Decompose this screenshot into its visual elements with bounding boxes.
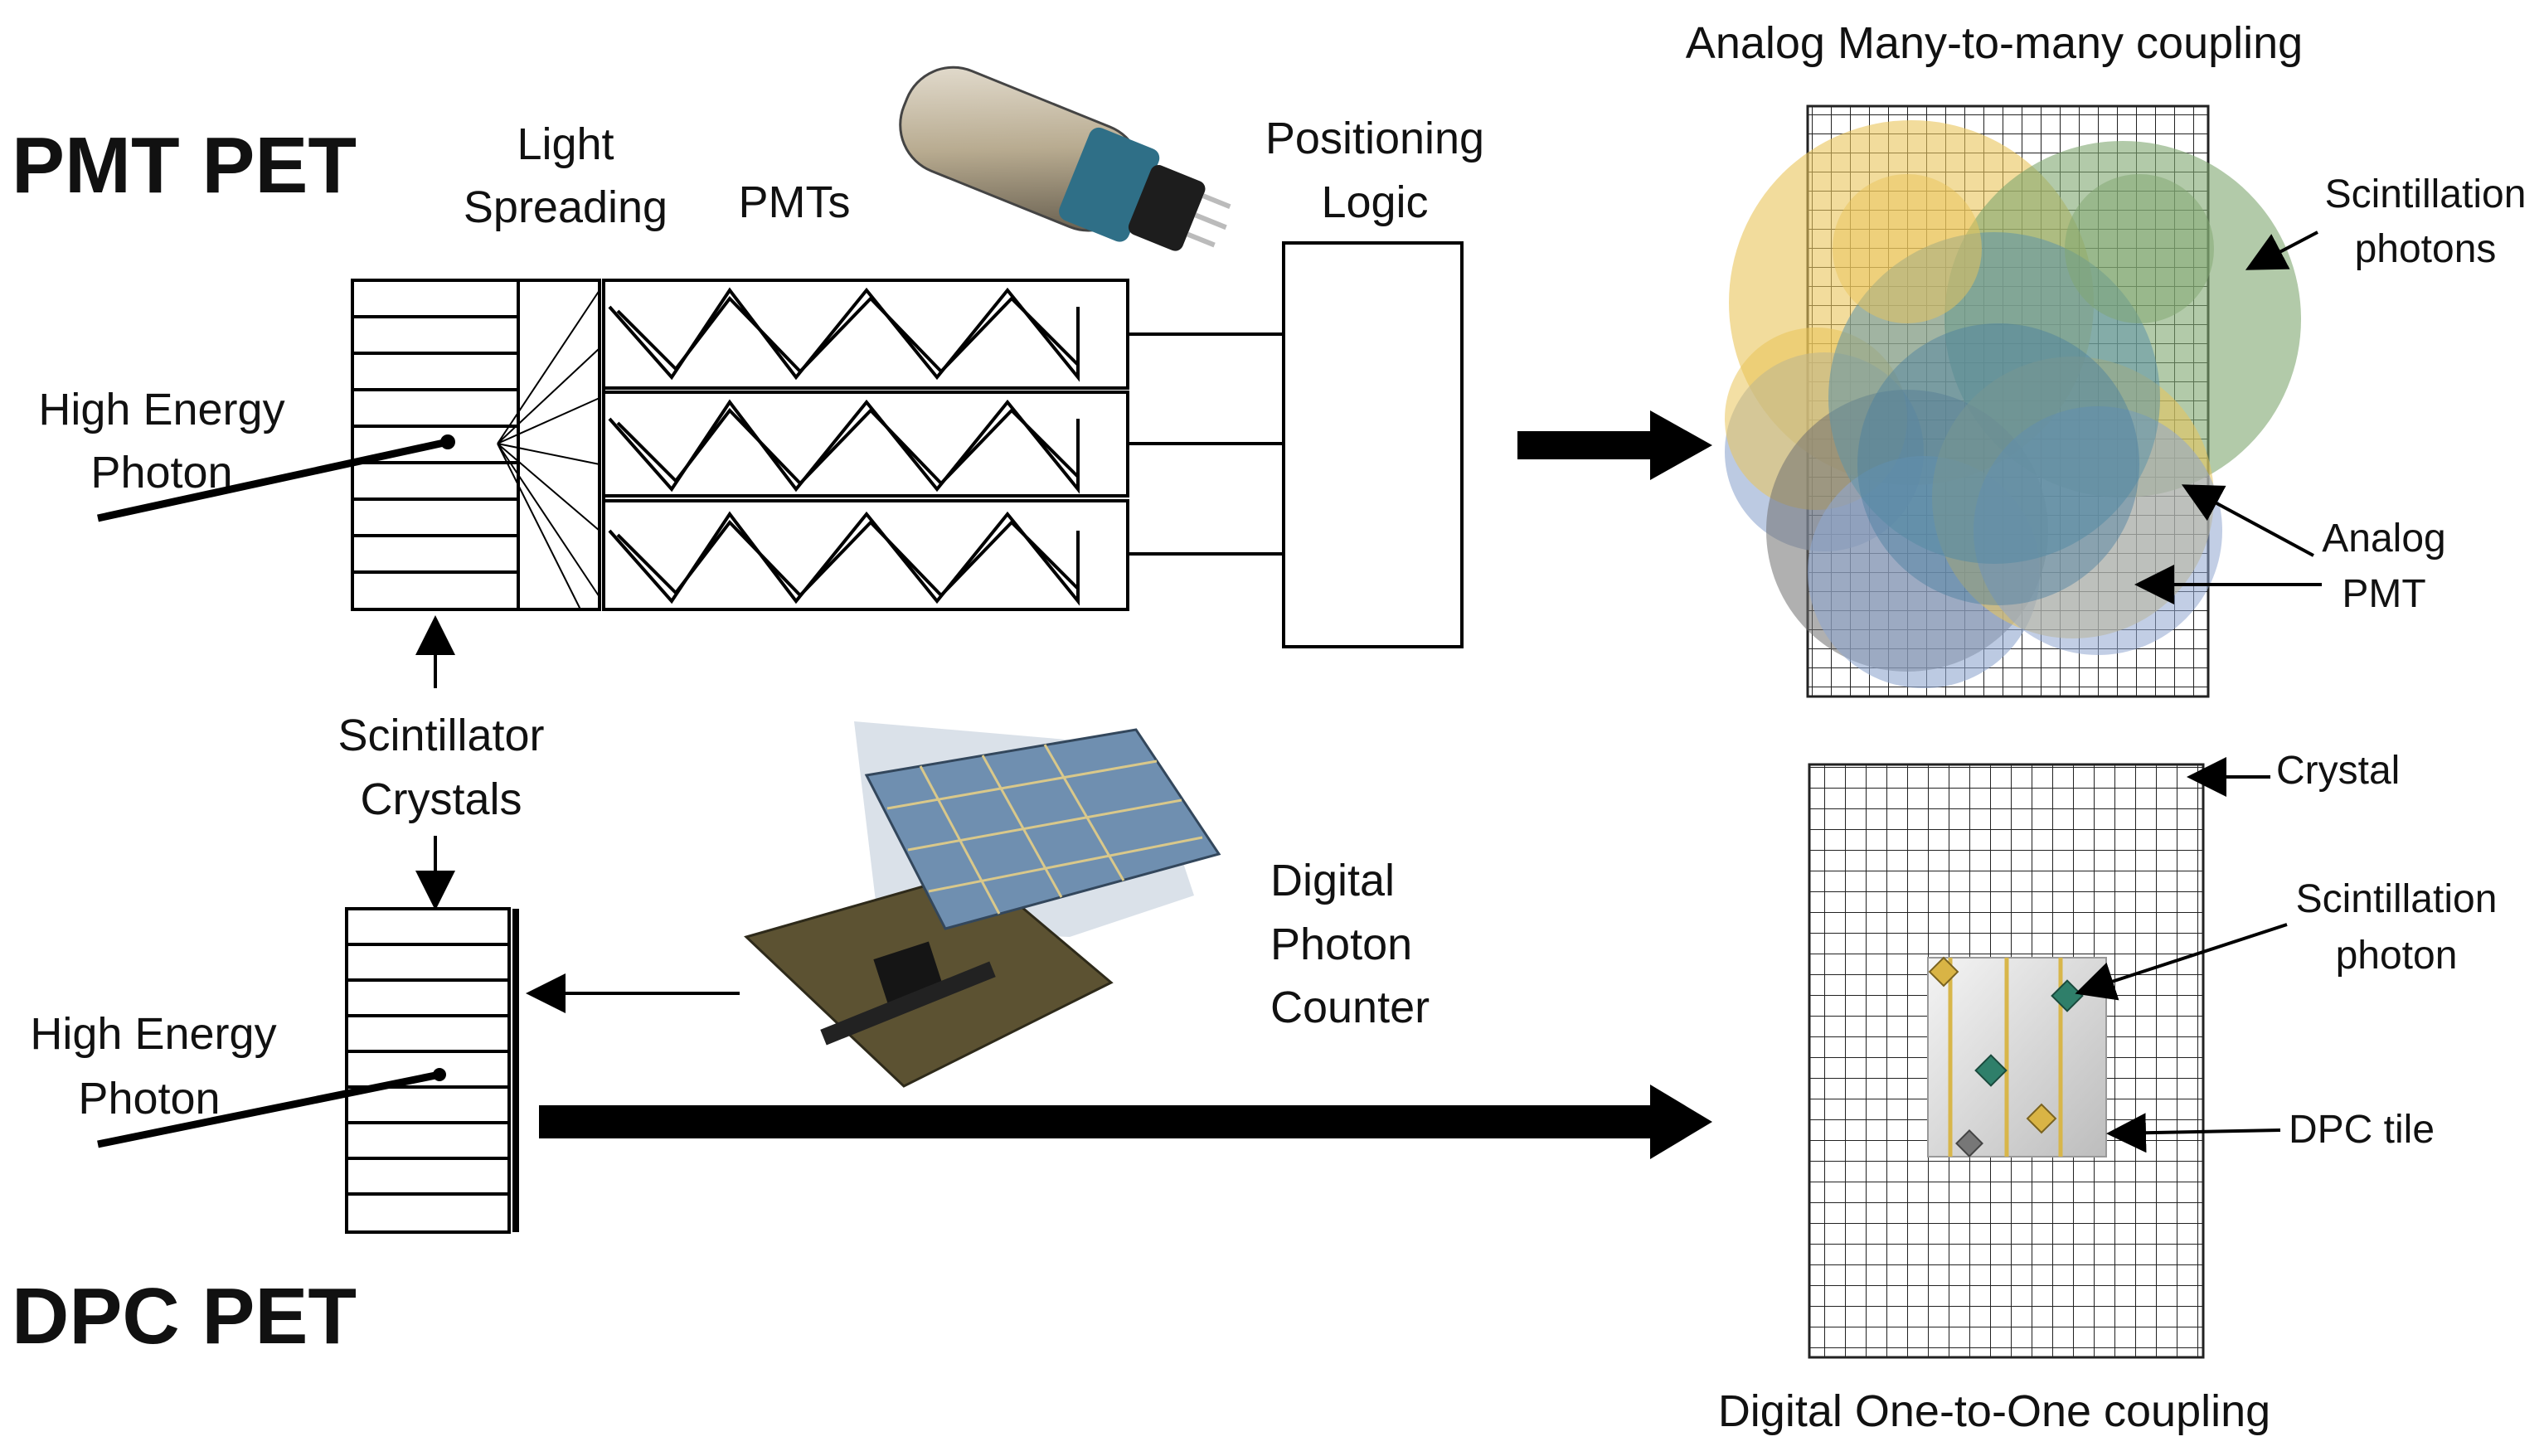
scintillator-crystals-line2: Crystals xyxy=(360,774,522,824)
scintillation-photon-marker-5 xyxy=(1955,1129,1983,1158)
pmt-high-energy-photon-line1: High Energy xyxy=(38,385,284,434)
pmt-circle-green-b xyxy=(2065,174,2214,323)
scintillation-photon-marker-2 xyxy=(2051,979,2084,1012)
dpc-photon-track xyxy=(97,1070,440,1148)
dpc-tile-label: DPC tile xyxy=(2289,1108,2435,1152)
digital-photon-counter-line3: Counter xyxy=(1270,983,1430,1032)
analog-pmt-line2: PMT xyxy=(2342,572,2425,616)
light-guide xyxy=(517,279,601,611)
scintillation-photon-line1: Scintillation xyxy=(2296,877,2498,921)
scintillator-crystals-line1: Scintillator xyxy=(337,711,544,760)
analog-panel-title: Analog Many-to-many coupling xyxy=(1686,18,2303,68)
dpc-high-energy-photon-line1: High Energy xyxy=(30,1009,276,1059)
dpc-tile xyxy=(1927,956,2107,1158)
pmt-circle-yellow-d xyxy=(1833,174,1982,323)
dpc-board-image xyxy=(744,721,1221,1088)
dpc-high-energy-photon-line2: Photon xyxy=(78,1074,220,1124)
scintillation-photons-line2: photons xyxy=(2355,227,2497,271)
pmt-interaction-point xyxy=(440,434,455,449)
light-spreading-label-line1: Light xyxy=(517,119,614,169)
scintillation-photons-line1: Scintillation xyxy=(2325,172,2527,216)
scintillation-photons-pointer xyxy=(2245,231,2318,270)
positioning-logic-label-line2: Logic xyxy=(1321,177,1428,227)
pmt-pet-title: PMT PET xyxy=(12,121,357,210)
scintillation-photon-marker-4 xyxy=(2026,1103,2057,1134)
digital-panel-title: Digital One-to-One coupling xyxy=(1718,1386,2270,1436)
scintillation-photon-marker-1 xyxy=(1928,956,1959,988)
scintillation-photon-pointer xyxy=(2075,923,2288,1001)
light-spread-rays xyxy=(497,289,600,610)
pmt-photon-track xyxy=(97,438,449,522)
analog-arrow xyxy=(1517,410,1712,480)
scintillation-photon-marker-3 xyxy=(1974,1054,2008,1087)
digital-photon-counter-line1: Digital xyxy=(1270,856,1395,905)
analog-pmt-line1: Analog xyxy=(2322,517,2445,561)
pmt-high-energy-photon-line2: Photon xyxy=(90,448,232,497)
pmt-zigzag-signals xyxy=(608,287,1080,606)
light-spreading-label-line2: Spreading xyxy=(464,182,668,232)
crystal-label: Crystal xyxy=(2276,749,2400,793)
dpc-scintillator-block xyxy=(345,907,511,1234)
analog-pmt-pointer-1 xyxy=(2181,484,2314,557)
dpc-interaction-point xyxy=(433,1068,446,1081)
pmt-to-logic-wires xyxy=(1128,332,1284,556)
pmts-label: PMTs xyxy=(739,177,851,227)
pmt-circle-teal-b xyxy=(1857,323,2139,605)
pmt-tube-image xyxy=(899,66,1231,251)
positioning-logic-label-line1: Positioning xyxy=(1265,114,1484,163)
digital-arrow xyxy=(539,1085,1712,1159)
scintillation-photon-line2: photon xyxy=(2336,934,2458,978)
analog-pmt-circles xyxy=(1725,120,2301,688)
positioning-logic-box xyxy=(1282,241,1464,648)
dpc-tile-pointer xyxy=(2106,1113,2281,1153)
dpc-pet-title: DPC PET xyxy=(12,1272,357,1361)
digital-photon-counter-line2: Photon xyxy=(1270,920,1412,969)
